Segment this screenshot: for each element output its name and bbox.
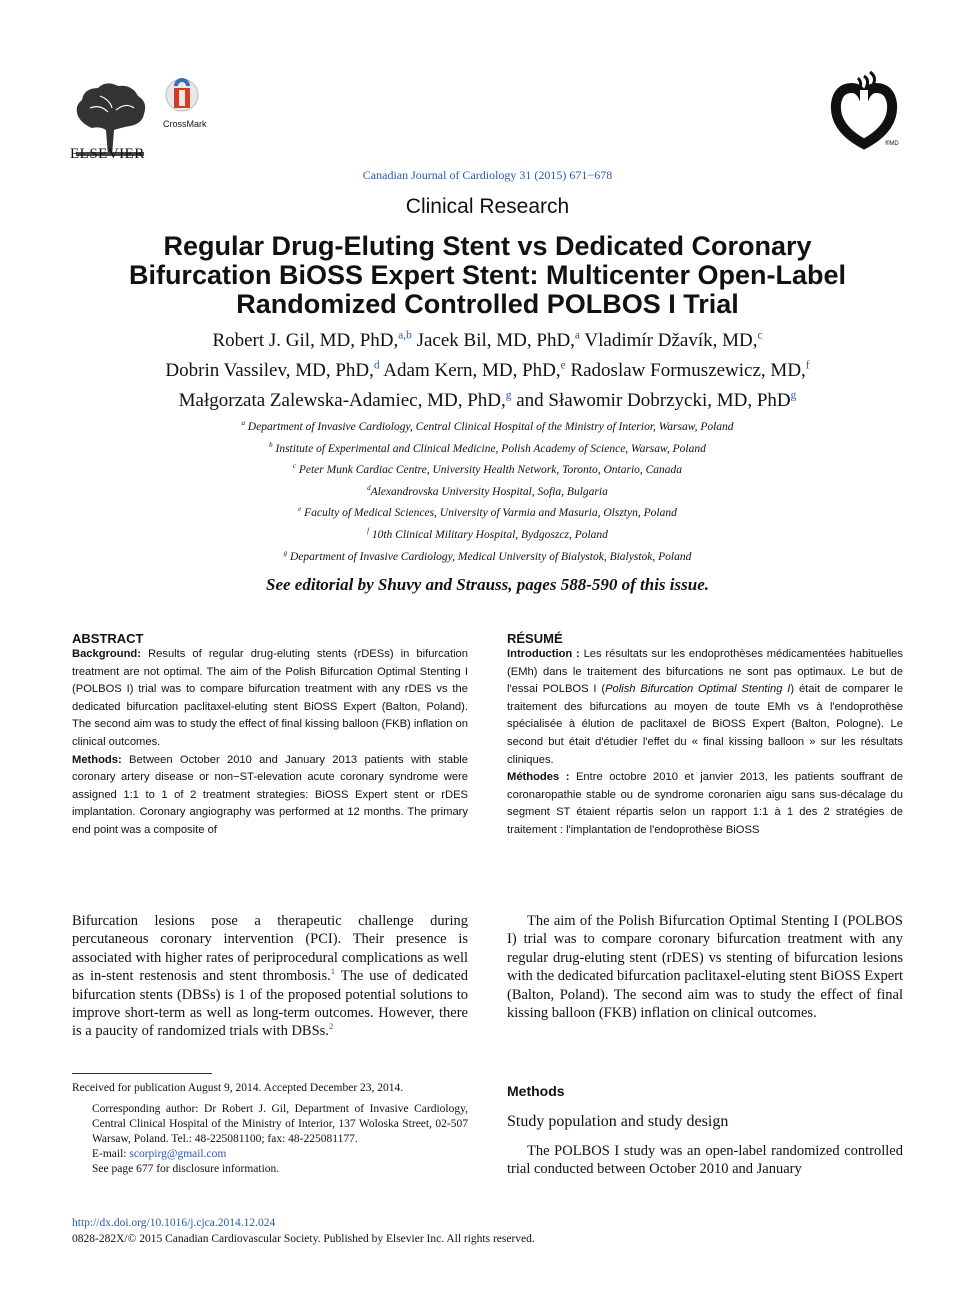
abstract-methods-text: Between October 2010 and January 2013 pa… [72, 753, 468, 836]
affiliation: b Institute of Experimental and Clinical… [0, 442, 975, 455]
author-affil-sup[interactable]: g [790, 389, 797, 402]
author-line: Dobrin Vassilev, MD, PhD,d Adam Kern, MD… [0, 360, 975, 382]
author-affil-sup[interactable]: a [574, 329, 580, 342]
elsevier-wordmark: ELSEVIER [70, 146, 145, 162]
copyright-line: 0828-282X/© 2015 Canadian Cardiovascular… [72, 1233, 535, 1245]
resume-trial-name: Polish Bifurcation Optimal Stenting I [605, 683, 791, 696]
title-line: Regular Drug-Eluting Stent vs Dedicated … [163, 231, 812, 261]
affiliation: e Faculty of Medical Sciences, Universit… [0, 506, 975, 519]
elsevier-tree-logo [70, 78, 150, 158]
abstract-heading: ABSTRACT [72, 631, 144, 646]
email-note: E-mail: scorpirg@gmail.com [72, 1147, 468, 1162]
author-name: Radoslaw Formuszewicz, MD, [570, 360, 806, 381]
study-design-subheading: Study population and study design [507, 1113, 729, 1130]
intro-text: The use of dedicated bifurcation stents … [72, 968, 468, 1040]
journal-citation-link[interactable]: Canadian Journal of Cardiology 31 (2015)… [362, 168, 613, 182]
abstract-body: Background: Results of regular drug-elut… [72, 646, 468, 839]
abstract-methods-label: Methods: [72, 753, 122, 766]
intro-text: Bifurcation lesions pose a therapeutic c… [72, 913, 468, 985]
article-title: Regular Drug-Eluting Stent vs Dedicated … [80, 232, 895, 319]
affil-text: Alexandrovska University Hospital, Sofia… [370, 486, 608, 498]
received-note: Received for publication August 9, 2014.… [72, 1082, 404, 1094]
registered-mark: ®MD [885, 141, 899, 147]
affiliation: c Peter Munk Cardiac Centre, University … [0, 463, 975, 476]
affil-text: Faculty of Medical Sciences, University … [304, 507, 677, 519]
affil-sup: f [367, 528, 369, 536]
affil-text: Peter Munk Cardiac Centre, University He… [298, 464, 683, 476]
affil-text: Department of Invasive Cardiology, Medic… [289, 551, 692, 563]
disclosure-note: See page 677 for disclosure information. [92, 1163, 280, 1175]
author-name: Robert J. Gil, MD, PhD, [212, 330, 399, 351]
author-affil-sup[interactable]: f [805, 359, 810, 372]
aim-paragraph: The aim of the Polish Bifurcation Optima… [507, 912, 903, 1022]
editorial-note-link[interactable]: See editorial by Shuvy and Strauss, page… [266, 575, 709, 594]
affil-sup: c [292, 463, 296, 471]
affil-text: Department of Invasive Cardiology, Centr… [247, 421, 734, 433]
intro-paragraph: Bifurcation lesions pose a therapeutic c… [72, 912, 468, 1041]
resume-intro-text: Les résultats sur les endoprothèses médi… [507, 648, 903, 696]
author-name: Jacek Bil, MD, PhD, [416, 330, 575, 351]
reference-link[interactable]: 1 [330, 966, 336, 977]
author-affil-sup[interactable]: g [505, 389, 512, 402]
affiliation: dAlexandrovska University Hospital, Sofi… [0, 485, 975, 498]
resume-methods-label: Méthodes : [507, 771, 570, 784]
affiliation: g Department of Invasive Cardiology, Med… [0, 550, 975, 563]
resume-heading: RÉSUMÉ [507, 631, 563, 646]
author-name: Małgorzata Zalewska-Adamiec, MD, PhD, [178, 390, 506, 411]
methods-heading: Methods [507, 1083, 565, 1099]
title-line: Bifurcation BiOSS Expert Stent: Multicen… [128, 260, 847, 290]
methods-text: The POLBOS I study was an open-label ran… [507, 1143, 903, 1178]
affil-sup: b [269, 442, 273, 450]
corresponding-author-note: Corresponding author: Dr Robert J. Gil, … [72, 1102, 468, 1147]
affil-sup: a [241, 420, 245, 428]
resume-section: RÉSUMÉ Introduction : Les résultats sur … [507, 631, 903, 839]
author-name: Adam Kern, MD, PhD, [383, 360, 561, 381]
doi-link[interactable]: http://dx.doi.org/10.1016/j.cjca.2014.12… [72, 1217, 276, 1229]
abstract-trial-name: Polish Bifurcation Optimal Stenting I (P… [72, 665, 468, 696]
abstract-section: ABSTRACT Background: Results of regular … [72, 631, 468, 839]
abstract-background-label: Background: [72, 648, 141, 660]
affil-sup: g [283, 550, 288, 558]
abstract-background-text: trial was to compare bifurcation treatme… [72, 683, 468, 748]
ccs-heart-logo [830, 70, 898, 150]
author-affil-sup[interactable]: a,b [398, 329, 412, 342]
affiliation: a Department of Invasive Cardiology, Cen… [0, 420, 975, 433]
resume-methods-text: Entre octobre 2010 et janvier 2013, les … [507, 771, 903, 836]
author-name: Dobrin Vassilev, MD, PhD, [165, 360, 374, 381]
affil-text: Institute of Experimental and Clinical M… [275, 443, 706, 455]
author-name: Vladimír Džavík, MD, [584, 330, 758, 351]
resume-body: Introduction : Les résultats sur les end… [507, 646, 903, 839]
email-label: E-mail: [92, 1148, 130, 1160]
author-line: Robert J. Gil, MD, PhD,a,b Jacek Bil, MD… [0, 330, 975, 352]
author-affil-sup[interactable]: d [373, 359, 380, 372]
corresponding-text: Corresponding author: Dr Robert J. Gil, … [92, 1103, 468, 1145]
author-name: and Sławomir Dobrzycki, MD, PhD [516, 390, 791, 411]
reference-link[interactable]: 2 [328, 1021, 334, 1032]
aim-text: The aim of the Polish Bifurcation Optima… [507, 913, 903, 1022]
resume-intro-label: Introduction : [507, 648, 580, 660]
author-affil-sup[interactable]: c [757, 329, 763, 342]
affiliation: f 10th Clinical Military Hospital, Bydgo… [0, 528, 975, 541]
abstract-background-text: Results of regular drug-eluting stents (… [72, 648, 468, 678]
affil-sup: d [367, 485, 371, 493]
section-label: Clinical Research [405, 195, 570, 218]
author-affil-sup[interactable]: e [560, 359, 566, 372]
affil-sup: e [298, 506, 302, 514]
email-link[interactable]: scorpirg@gmail.com [129, 1148, 227, 1160]
author-line: Małgorzata Zalewska-Adamiec, MD, PhD,g a… [0, 390, 975, 412]
methods-paragraph: The POLBOS I study was an open-label ran… [507, 1142, 903, 1179]
crossmark-icon[interactable] [165, 78, 199, 118]
title-line: Randomized Controlled POLBOS I Trial [236, 289, 739, 319]
footnote-divider [72, 1073, 212, 1074]
footnotes: Received for publication August 9, 2014.… [72, 1081, 468, 1183]
crossmark-label: CrossMark [163, 119, 207, 129]
affil-text: 10th Clinical Military Hospital, Bydgosz… [371, 529, 608, 541]
resume-intro-text: ) était de comparer le traitement des bi… [507, 683, 903, 766]
